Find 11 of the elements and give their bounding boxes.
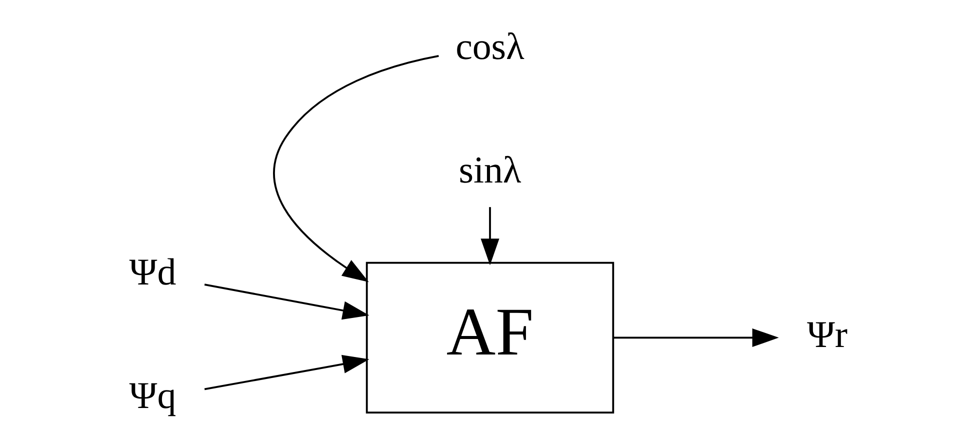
node-text: cosλ: [456, 26, 524, 68]
node-text: sinλ: [458, 149, 522, 192]
arrow: [204, 284, 370, 320]
arrow: [480, 207, 500, 266]
arrow: [273, 55, 439, 282]
node-box: AF: [366, 262, 614, 414]
node-text: Ψr: [806, 314, 848, 356]
node-text: Ψd: [129, 252, 176, 294]
node-text: Ψq: [129, 374, 176, 417]
arrow: [204, 354, 370, 390]
arrow: [613, 328, 779, 347]
